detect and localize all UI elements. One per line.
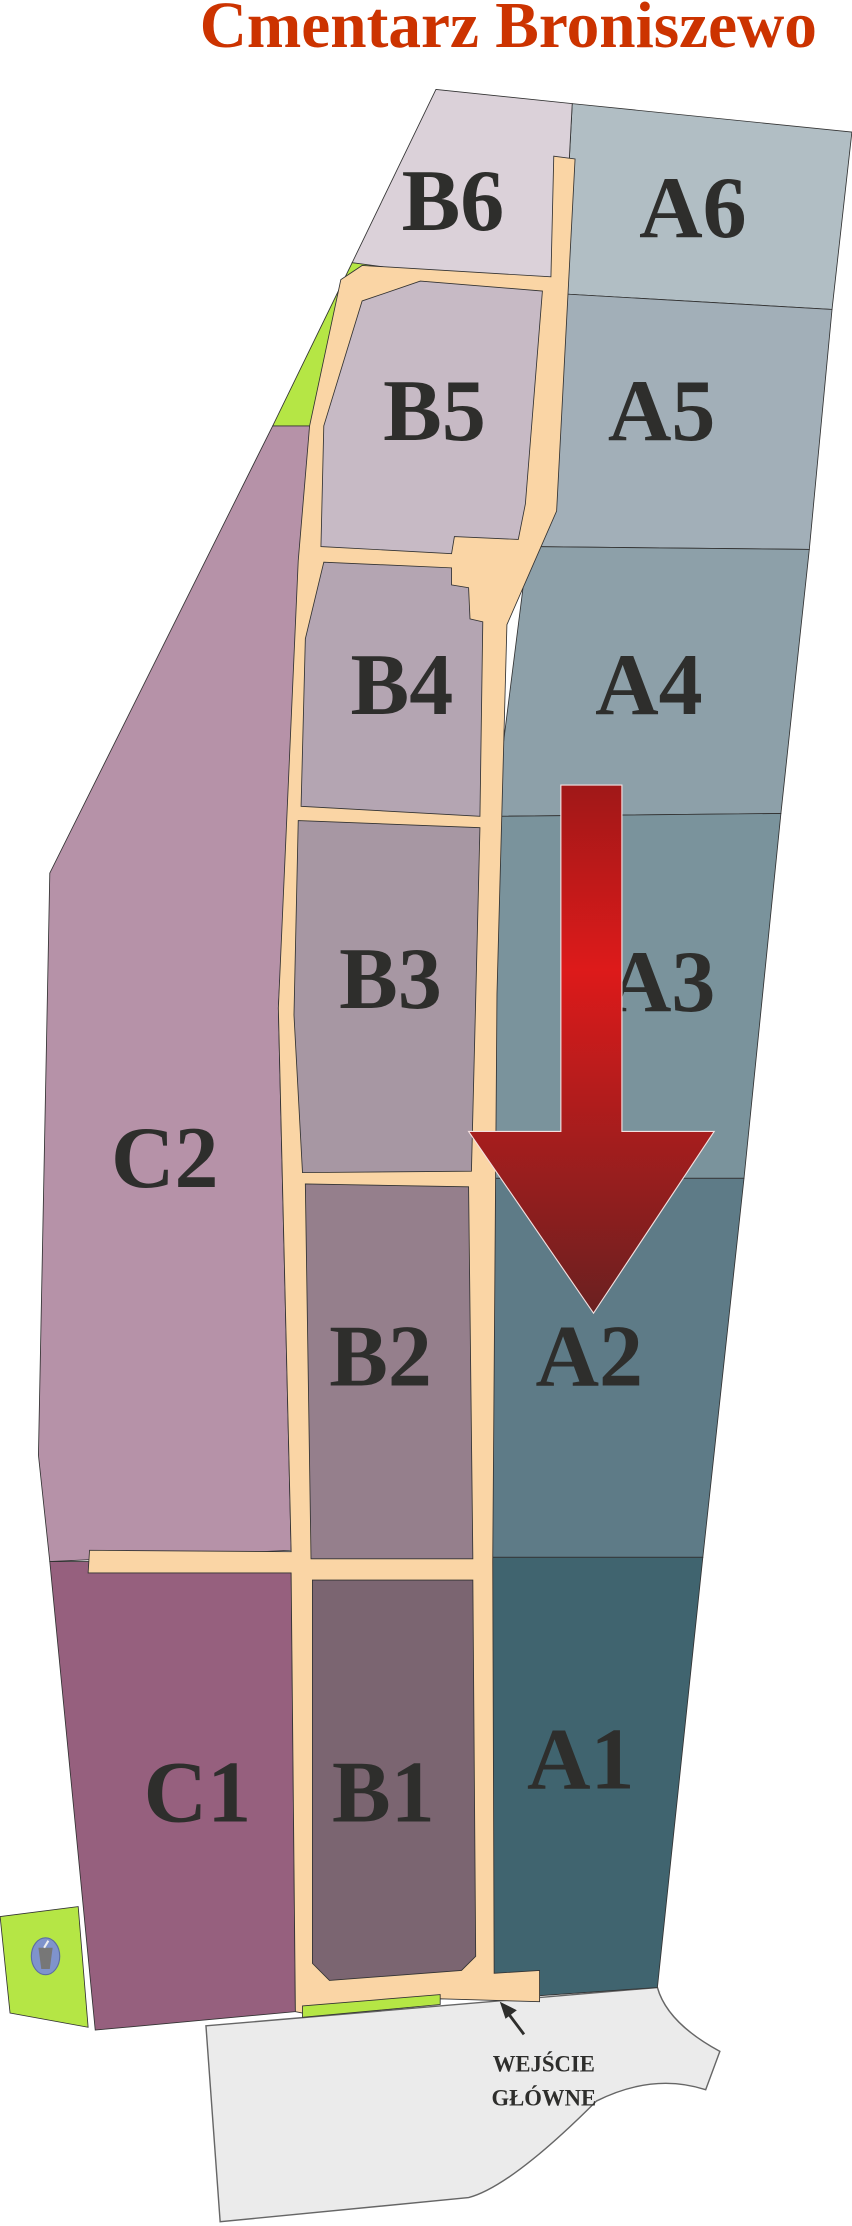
entrance-arrow-icon (499, 2001, 526, 2036)
label-B4: B4 (351, 637, 454, 734)
label-B6: B6 (402, 153, 505, 250)
entrance-label-line1: WEJŚCIE (493, 2050, 595, 2076)
label-B3: B3 (339, 931, 442, 1028)
label-B2: B2 (329, 1309, 432, 1406)
entrance-area (205, 1986, 721, 2223)
label-B1: B1 (332, 1744, 435, 1841)
label-C2: C2 (111, 1110, 219, 1207)
label-C1: C1 (144, 1744, 252, 1841)
label-A3: A3 (608, 934, 716, 1031)
label-A1: A1 (527, 1712, 635, 1809)
section-B3[interactable] (293, 820, 481, 1174)
label-A2: A2 (535, 1309, 643, 1406)
entrance-label-line2: GŁÓWNE (491, 2084, 596, 2110)
section-B2[interactable] (304, 1183, 474, 1560)
section-B4[interactable] (300, 561, 484, 817)
label-A5: A5 (608, 363, 716, 460)
section-C2[interactable] (38, 425, 311, 1563)
section-B5[interactable] (320, 280, 543, 555)
label-B5: B5 (383, 363, 486, 460)
label-A6: A6 (639, 160, 747, 257)
trash-bin-icon (30, 1937, 61, 1976)
direction-arrow-icon (467, 784, 716, 1315)
map-title: Cmentarz Broniszewo (200, 0, 817, 62)
label-A4: A4 (595, 637, 703, 734)
section-B1[interactable] (312, 1579, 477, 1981)
green-area-bottom (302, 1994, 441, 2018)
